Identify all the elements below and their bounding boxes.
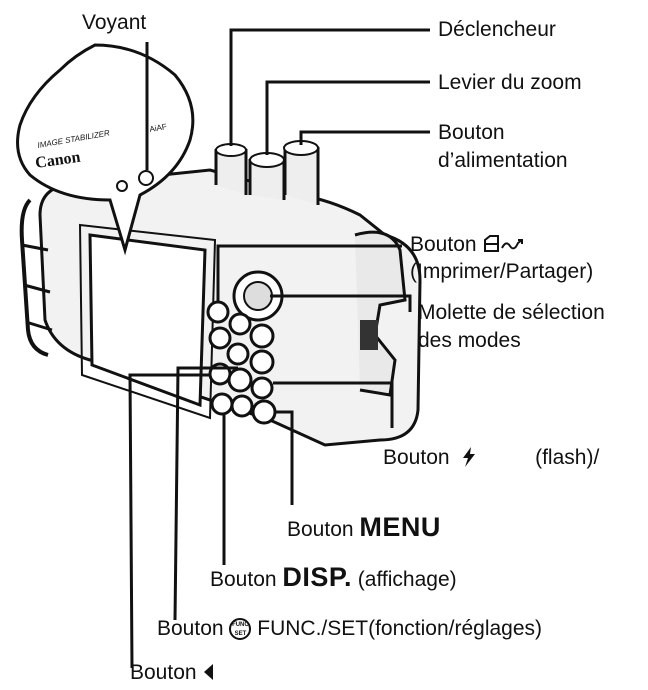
label-bouton-func-suffix: FUNC./SET(fonction/réglages) [257,617,543,640]
label-bouton-flash-prefix: Bouton [383,446,450,469]
label-bouton-disp-word: DISP. [282,562,352,592]
callout-brand: Canon [34,149,81,172]
left-arrow-icon [204,664,214,680]
func-icon-bottom: SET [234,631,247,638]
label-bouton-menu-prefix: Bouton [287,518,354,541]
label-bouton-menu: Bouton MENU [287,512,441,542]
label-bouton-print: Bouton [410,232,526,257]
callout-mode: AiAF [149,122,168,134]
label-declencheur: Déclencheur [438,18,556,41]
label-levier-zoom: Levier du zoom [438,71,582,94]
voyant-led [138,170,154,186]
voyant-callout [16,43,195,256]
side-latch [354,230,407,397]
label-molette-line1: Molette de sélection [418,301,605,324]
print-share-icon [484,235,524,252]
label-bouton-disp-suffix: (affichage) [357,568,457,591]
label-bouton-left: Bouton [130,660,214,685]
control-buttons [206,300,277,425]
label-bouton-menu-word: MENU [359,512,441,542]
label-bouton-flash: Bouton (flash)/ [383,445,599,470]
label-bouton-disp-prefix: Bouton [210,568,277,591]
label-bouton-alim-line2: d’alimentation [438,149,568,172]
func-icon-top: FUNC [232,622,249,629]
label-bouton-flash-suffix: (flash)/ [535,446,600,469]
latch-slot [360,320,378,350]
label-bouton-print-sub: (Imprimer/Partager) [410,260,594,283]
leader-lines [128,28,430,669]
label-bouton-left-prefix: Bouton [130,661,197,684]
label-bouton-func: Bouton FUNC SET FUNC./SET(fonction/régla… [157,616,542,641]
label-bouton-func-prefix: Bouton [157,617,224,640]
label-molette-line2: des modes [418,329,521,352]
grip-ribs [21,243,53,332]
label-bouton-disp: Bouton DISP. (affichage) [210,562,457,592]
flash-icon [463,447,476,467]
label-bouton-alim-line1: Bouton [438,121,505,144]
func-set-icon: FUNC SET [229,618,252,641]
label-voyant: Voyant [82,11,147,34]
label-bouton-print-prefix: Bouton [410,233,477,256]
screen-frame [78,223,217,420]
lcd-screen [88,233,207,408]
top-buttons [214,140,320,205]
